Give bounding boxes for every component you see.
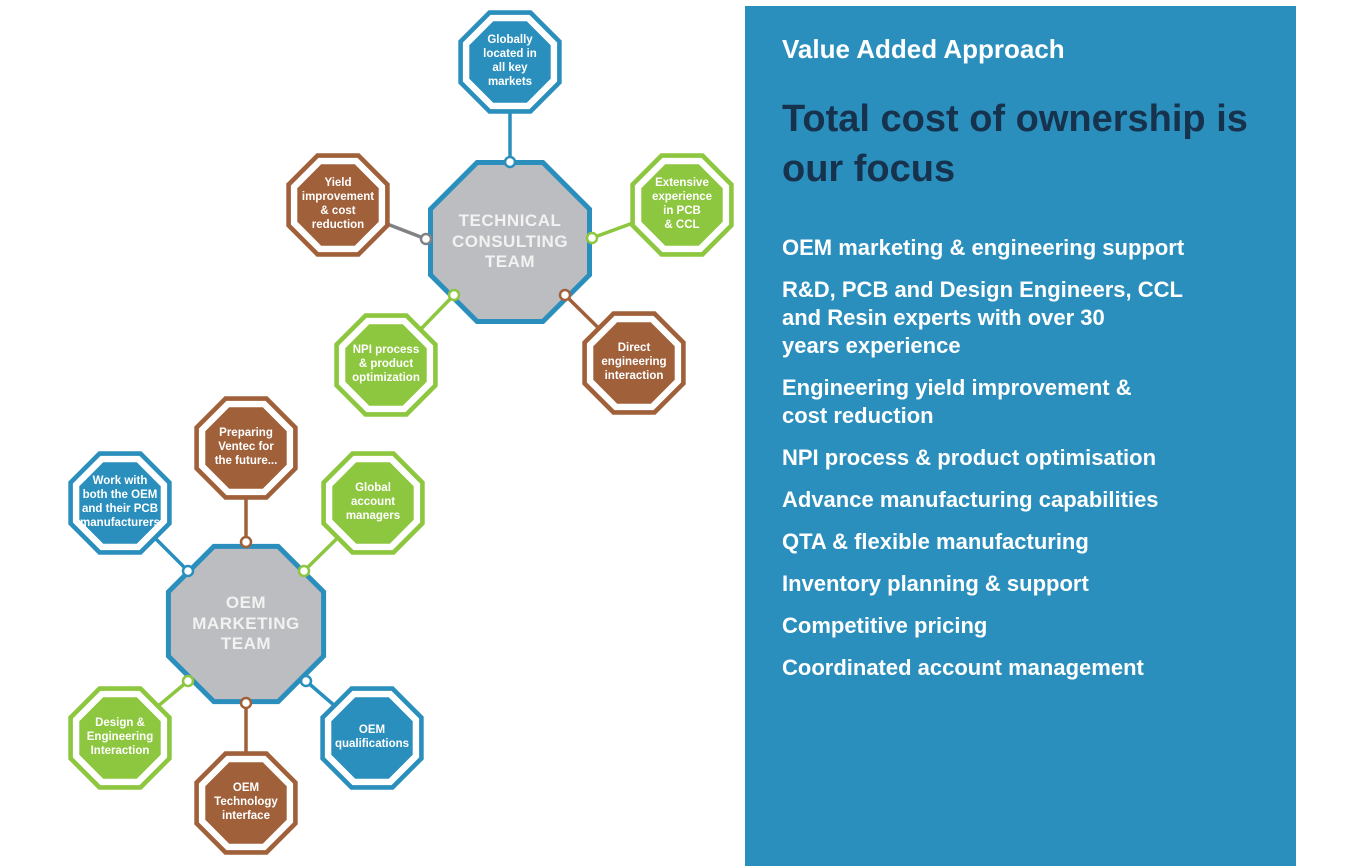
oem-node xyxy=(68,686,172,790)
panel-kicker: Value Added Approach xyxy=(782,34,1065,64)
connector-dot xyxy=(239,696,253,710)
value-added-panel: Value Added Approach Total cost of owner… xyxy=(745,6,1296,866)
node-label: OEM MARKETING TEAM xyxy=(192,593,300,654)
technical-node xyxy=(286,153,390,257)
node-label: OEM Technology interface xyxy=(214,782,278,822)
panel-title: Total cost of ownership is our focus xyxy=(782,98,1248,190)
technical-node xyxy=(582,311,686,415)
node-label: Direct engineering interaction xyxy=(601,342,667,382)
node-label: TECHNICAL CONSULTING TEAM xyxy=(451,211,569,272)
connector-dot xyxy=(585,231,599,245)
technical-node xyxy=(630,153,734,257)
list-item: Coordinated account management xyxy=(782,655,1144,680)
team-diagram xyxy=(68,10,734,855)
oem-node xyxy=(68,451,172,555)
node-label: Design & Engineering Interaction xyxy=(86,717,154,757)
list-item: R&D, PCB and Design Engineers, CCL and R… xyxy=(782,277,1183,358)
oem-node xyxy=(321,451,425,555)
list-item: NPI process & product optimisation xyxy=(782,445,1157,470)
connector-dot xyxy=(419,232,433,246)
node-label: Work with both the OEM and their PCB man… xyxy=(80,475,160,529)
node-label: Globally located in all key markets xyxy=(483,34,537,88)
list-item: OEM marketing & engineering support xyxy=(782,235,1185,260)
oem-node xyxy=(194,396,298,500)
node-label: Global account managers xyxy=(345,482,401,522)
connector-dot xyxy=(447,288,461,302)
list-item: Inventory planning & support xyxy=(782,571,1089,596)
oem-center-octagon xyxy=(165,543,327,705)
list-item: Advance manufacturing capabilities xyxy=(782,487,1159,512)
connector-dot xyxy=(239,535,253,549)
oem-node xyxy=(320,686,424,790)
node-label: OEM qualifications xyxy=(334,724,410,750)
node-label: Preparing Ventec for the future... xyxy=(214,427,278,467)
technical-center-octagon xyxy=(428,160,592,324)
list-item: QTA & flexible manufacturing xyxy=(782,529,1089,554)
list-item: Competitive pricing xyxy=(782,613,988,638)
oem-node xyxy=(194,751,298,855)
connector-dot xyxy=(299,674,313,688)
node-label: Extensive experience in PCB & CCL xyxy=(651,177,713,231)
technical-node xyxy=(458,10,562,114)
node-label: NPI process & product optimization xyxy=(352,344,420,384)
node-label: Yield improvement & cost reduction xyxy=(301,177,375,231)
list-item: Engineering yield improvement & cost red… xyxy=(782,375,1132,428)
connector-dot xyxy=(558,288,572,302)
technical-node xyxy=(334,313,438,417)
connector-dot xyxy=(181,564,195,578)
connector-dot xyxy=(181,674,195,688)
connector-dot xyxy=(297,564,311,578)
benefits-list: OEM marketing & engineering support R&D,… xyxy=(782,234,1262,696)
connector-dot xyxy=(503,155,517,169)
